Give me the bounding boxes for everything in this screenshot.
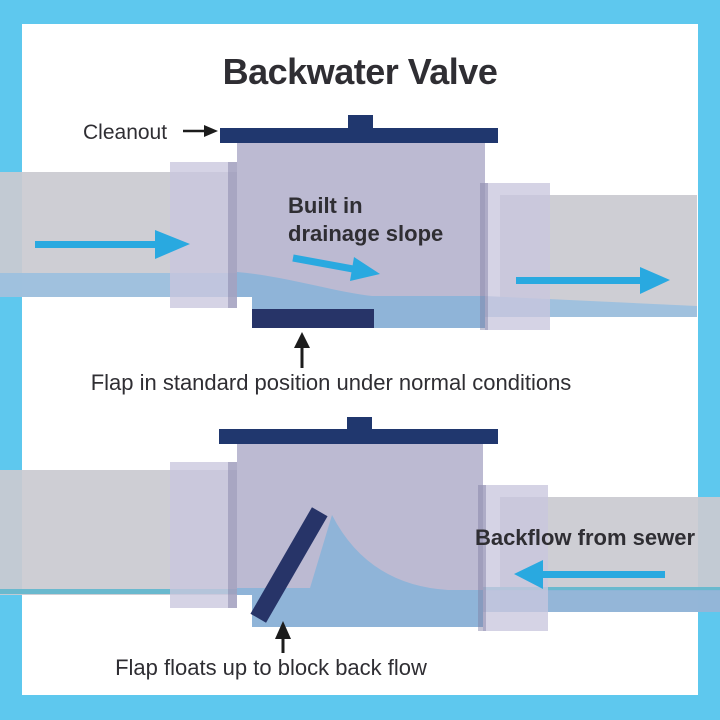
- top-left-coupling-seam: [228, 162, 237, 308]
- bottom-cleanout-knob: [347, 417, 372, 430]
- top-right-coupling: [485, 183, 550, 330]
- bottom-left-coupling-seam: [228, 462, 237, 608]
- bottom-left-coupling: [170, 462, 237, 608]
- page-title: Backwater Valve: [223, 51, 498, 92]
- backflow-arrow-icon: [514, 560, 665, 589]
- top-left-coupling: [170, 162, 237, 308]
- bottom-cleanout-cap: [219, 429, 498, 444]
- top-diagram: Cleanout Built in drainage slope Flap in…: [0, 115, 697, 395]
- cleanout-arrow-icon: [183, 125, 218, 137]
- slope-label-line2: drainage slope: [288, 221, 443, 246]
- bottom-right-coupling-seam: [478, 485, 486, 631]
- bottom-right-pipe-waterline: [483, 587, 720, 591]
- top-caption: Flap in standard position under normal c…: [91, 370, 572, 395]
- backflow-label: Backflow from sewer: [475, 525, 696, 550]
- slope-label-line1: Built in: [288, 193, 363, 218]
- top-right-coupling-seam: [480, 183, 488, 330]
- bottom-caption: Flap floats up to block back flow: [115, 655, 427, 680]
- bottom-caption-arrow-icon: [275, 621, 291, 653]
- bottom-right-coupling: [483, 485, 548, 631]
- top-cleanout-knob: [348, 115, 373, 129]
- bottom-diagram: Backflow from sewer Flap floats up to bl…: [0, 417, 720, 680]
- inflow-arrow-icon: [35, 230, 190, 259]
- top-cleanout-cap: [220, 128, 498, 143]
- bottom-valve-water: [237, 515, 483, 627]
- top-caption-arrow-icon: [294, 332, 310, 368]
- outflow-arrow-icon: [516, 267, 670, 294]
- bottom-left-pipe-water: [0, 589, 237, 594]
- top-flap: [252, 309, 374, 328]
- bottom-valve-body: [237, 444, 483, 627]
- drainage-slope-arrow-icon: [292, 254, 380, 281]
- cleanout-label: Cleanout: [83, 121, 167, 144]
- top-valve-body: [237, 143, 485, 328]
- bottom-flap: [250, 507, 328, 623]
